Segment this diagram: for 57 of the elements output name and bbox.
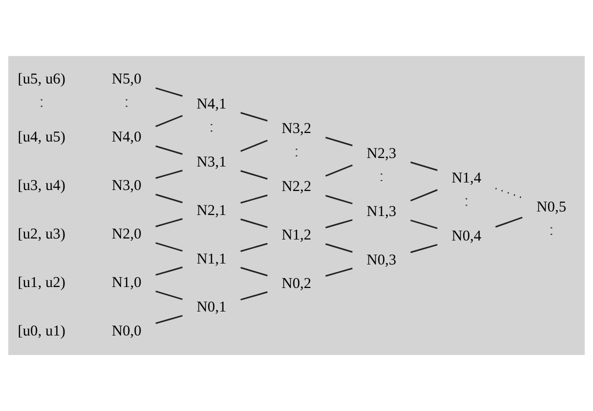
- connector: [155, 170, 183, 179]
- node-text: N0,1: [196, 300, 226, 316]
- connector: [410, 220, 438, 230]
- label: [u3, u4): [18, 178, 66, 194]
- node-text: N2,3: [366, 146, 396, 162]
- label: [u0, u1): [18, 323, 66, 340]
- node-text: N0,3: [366, 252, 396, 268]
- node-text: N0,4: [452, 228, 482, 245]
- connector: [240, 112, 268, 122]
- node-text: N2,2: [282, 179, 312, 196]
- connector: [410, 162, 438, 171]
- connector: [155, 314, 183, 324]
- connector: [410, 189, 438, 202]
- connector: [325, 243, 353, 253]
- connector: [495, 216, 523, 228]
- node-text: N5,0: [112, 72, 142, 88]
- connector: [155, 290, 183, 300]
- node-text: N2,0: [112, 226, 142, 243]
- connector: [495, 188, 523, 199]
- node-text: N1,3: [366, 204, 396, 220]
- connector: [240, 242, 268, 252]
- node-text: N3,0: [112, 178, 142, 194]
- connector: [155, 194, 183, 204]
- connector: [155, 266, 183, 276]
- node-text: N3,2: [282, 121, 312, 138]
- node-text: N4,1: [196, 96, 226, 112]
- connector: [410, 244, 438, 254]
- connector: [325, 268, 353, 277]
- node-text: N1,1: [196, 251, 226, 268]
- node-text: N4,0: [112, 130, 142, 146]
- node-text: N1,0: [112, 274, 142, 291]
- connector: [240, 291, 268, 300]
- connector: [240, 140, 268, 152]
- connector: [155, 242, 183, 252]
- connector: [155, 218, 183, 228]
- node-text: N2,1: [196, 202, 226, 219]
- connector: [325, 219, 353, 228]
- node-text: N3,1: [196, 154, 226, 170]
- connector: [240, 170, 268, 180]
- connector: [155, 114, 183, 128]
- label: [u4, u5): [18, 130, 66, 146]
- node-text: N0,0: [112, 323, 142, 340]
- connector: [325, 164, 353, 177]
- connector: [240, 218, 268, 228]
- node-text: N1,4: [452, 170, 482, 187]
- connector: [325, 136, 353, 146]
- node-text: [u5, u6): [18, 72, 66, 88]
- connector: [155, 87, 183, 97]
- label: [u1, u2): [18, 274, 66, 291]
- connector: [240, 266, 268, 276]
- node-text: N1,2: [282, 228, 312, 244]
- connector: [240, 194, 268, 204]
- label: [u2, u3): [18, 226, 66, 243]
- connector: [325, 194, 353, 204]
- connector: [155, 145, 183, 155]
- node-text: N0,2: [282, 276, 312, 292]
- node-text: N0,5: [536, 200, 566, 216]
